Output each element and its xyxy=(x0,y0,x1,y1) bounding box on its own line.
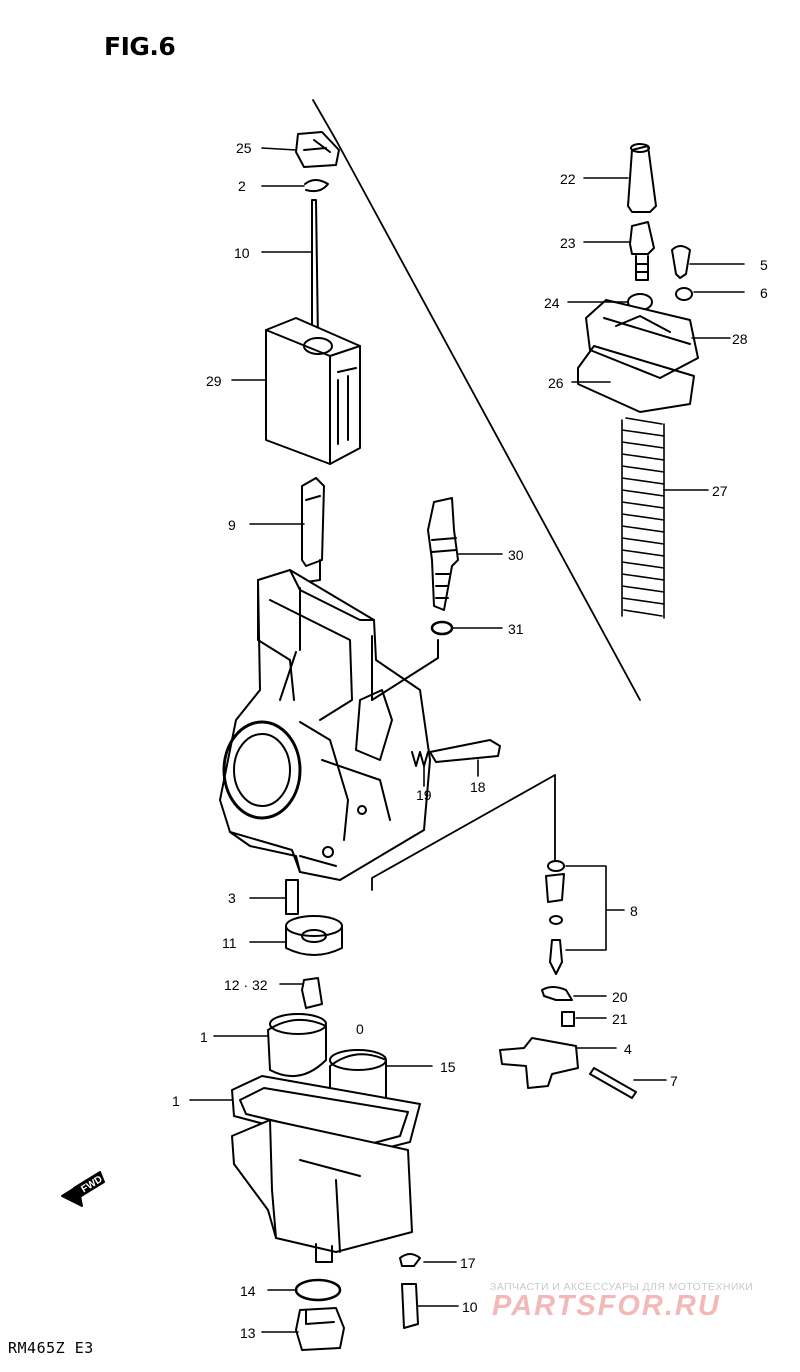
callout-8: 8 xyxy=(630,903,638,919)
callout-4: 4 xyxy=(624,1041,632,1057)
callout-1: 1 xyxy=(172,1093,180,1109)
part-11-baffle xyxy=(285,915,343,956)
assembly-guide-line-2 xyxy=(371,774,556,891)
part-1-float-chamber xyxy=(231,1075,421,1263)
callout-14: 14 xyxy=(240,1283,256,1299)
part-12-main-jet xyxy=(301,977,323,1009)
callout-28: 28 xyxy=(732,331,748,347)
callout-31: 31 xyxy=(508,621,524,637)
callout-3: 3 xyxy=(228,890,236,906)
part-28-mixing-chamber-top xyxy=(585,299,699,379)
callout-6: 6 xyxy=(760,285,768,301)
carburetor-body xyxy=(219,569,431,881)
part-8-needle-valve-set xyxy=(545,860,565,975)
part-31-o-ring xyxy=(430,620,454,636)
leader-lines xyxy=(189,147,745,1333)
part-20-clip xyxy=(541,986,573,1001)
part-21-screw xyxy=(561,1011,575,1027)
part-19-spring xyxy=(411,751,429,767)
callout-9: 9 xyxy=(228,517,236,533)
part-22-cap xyxy=(627,143,657,213)
part-10-jet-needle xyxy=(311,199,319,341)
callout-30: 30 xyxy=(508,547,524,563)
callout-21: 21 xyxy=(612,1011,628,1027)
part-2-clip xyxy=(304,179,329,193)
callout-22: 22 xyxy=(560,171,576,187)
callout-17: 17 xyxy=(460,1255,476,1271)
part-14-o-ring xyxy=(294,1278,342,1302)
carburetor-bore xyxy=(222,720,302,820)
callout-15: 15 xyxy=(440,1059,456,1075)
callout-5: 5 xyxy=(760,257,768,273)
callout-19: 19 xyxy=(416,787,432,803)
part-26-gasket xyxy=(577,345,695,413)
part-5-screw xyxy=(671,245,691,279)
part-6-nut xyxy=(675,287,693,301)
callout-26: 26 xyxy=(548,375,564,391)
callout-11: 11 xyxy=(222,935,237,951)
callout-27: 27 xyxy=(712,483,728,499)
model-code: RM465Z E3 xyxy=(8,1339,94,1357)
assembly-guide-line xyxy=(312,99,641,701)
part-9-needle-jet xyxy=(301,477,325,583)
part-31-leader-line xyxy=(371,639,439,701)
part-13-drain-plug xyxy=(295,1307,345,1351)
callout-16a: 1 xyxy=(200,1029,209,1045)
callout-29: 29 xyxy=(206,373,222,389)
watermark-brand: PARTSFOR.RU xyxy=(492,1290,721,1322)
part-30-air-screw xyxy=(427,497,459,611)
callout-10b: 10 xyxy=(462,1299,478,1315)
part-17-clip xyxy=(399,1253,421,1267)
callout-2: 2 xyxy=(238,178,246,194)
part-16-float-left xyxy=(267,1013,327,1077)
part-18-idle-screw xyxy=(429,739,501,763)
callout-25: 25 xyxy=(236,140,252,156)
callout-24: 24 xyxy=(544,295,560,311)
part-23-adjuster xyxy=(629,221,655,281)
callout-13: 13 xyxy=(240,1325,256,1341)
callout-labels: 25 2 10 29 9 22 23 5 24 6 28 26 27 30 31… xyxy=(79,140,768,1341)
part-10b-bolt xyxy=(401,1283,419,1329)
callout-23: 23 xyxy=(560,235,576,251)
part-27-spring xyxy=(621,414,665,620)
callout-7: 7 xyxy=(670,1073,678,1089)
callout-18: 18 xyxy=(470,779,486,795)
figure-title: FIG.6 xyxy=(104,32,176,61)
part-7-pin xyxy=(589,1067,637,1099)
part-29-throttle-valve xyxy=(265,317,361,465)
part-4-float-arm xyxy=(499,1037,579,1089)
callout-16b: 0 xyxy=(356,1021,364,1037)
callout-10: 10 xyxy=(234,245,250,261)
forward-arrow xyxy=(61,1171,105,1207)
callout-20: 20 xyxy=(612,989,628,1005)
watermark-caption: ЗАПЧАСТИ И АКСЕССУАРЫ ДЛЯ МОТОТЕХНИКИ xyxy=(490,1281,754,1293)
part-3-jet xyxy=(285,879,299,915)
callout-12-32: 12 · 32 xyxy=(224,977,268,993)
part-25-bracket xyxy=(295,131,340,168)
